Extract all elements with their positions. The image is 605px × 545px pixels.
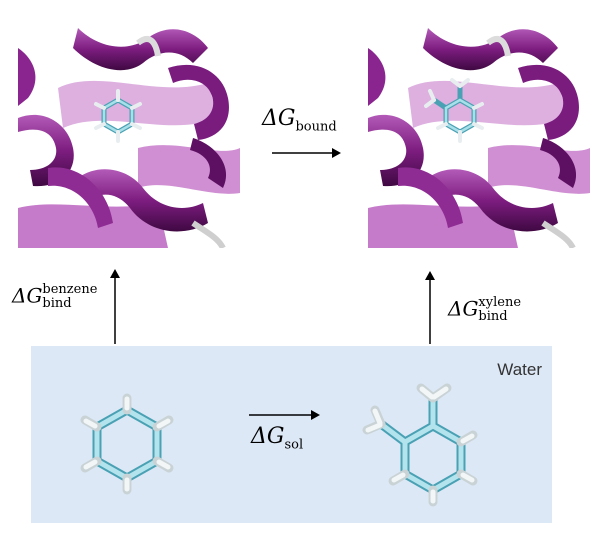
dg-bind-xylene-superscript: xylene [478,295,522,310]
solvation-arrow [249,410,320,420]
dg-bind-xylene-subscript: bind [478,309,508,324]
dg-bind-benzene-symbol: ΔG [12,283,43,308]
bound-arrow [272,148,341,158]
protein-benzene-render [18,28,240,248]
dg-sol-symbol: ΔG [251,424,285,449]
dg-bind-xylene-symbol: ΔG [448,296,479,321]
benzene-bound-panel [18,28,240,248]
dg-bind-benzene-superscript: benzene [42,282,98,297]
dg-bind-benzene-subscript: bind [42,296,72,311]
protein-xylene-render [368,28,590,248]
dg-bound-label: ΔGbound [262,106,337,134]
dg-sol-subscript: sol [284,437,304,453]
xylene-molecule [362,383,478,507]
water-label: Water [497,360,542,379]
dg-bound-symbol: ΔG [262,106,296,131]
benzene-bind-arrow [110,269,120,344]
water-region: Water ΔGsol [31,346,552,523]
xylene-bound-panel [368,28,590,248]
dg-bound-subscript: bound [295,119,337,135]
benzene-molecule [80,393,174,495]
dg-sol-label: ΔGsol [251,424,303,452]
xylene-bind-arrow [425,271,435,344]
